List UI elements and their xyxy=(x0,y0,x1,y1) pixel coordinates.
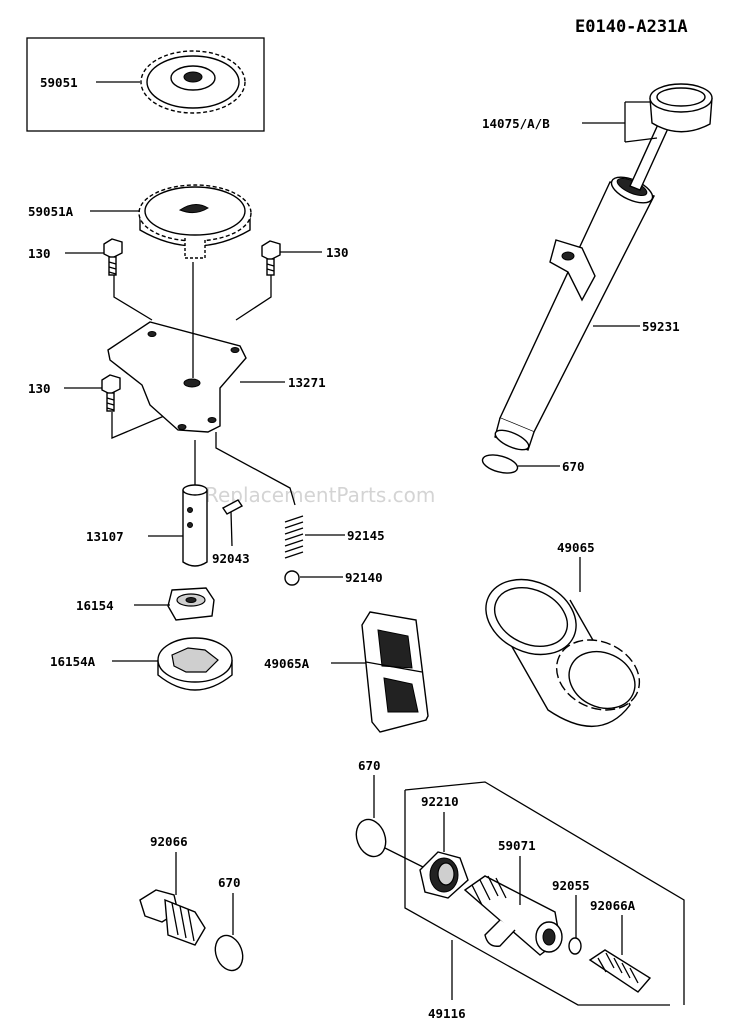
label-16154: 16154 xyxy=(76,598,114,613)
bolt-130-left-top-icon xyxy=(103,238,123,276)
label-130-right: 130 xyxy=(326,245,349,260)
ball-92140-icon xyxy=(284,570,300,586)
gear-59051-icon xyxy=(140,50,246,114)
pin-92043-icon xyxy=(221,499,244,515)
label-14075-A-B: 14075/A/B xyxy=(482,116,550,131)
label-92055: 92055 xyxy=(552,878,590,893)
label-59231: 59231 xyxy=(642,319,680,334)
label-130-left-bottom: 130 xyxy=(28,381,51,396)
watermark: ReplacementParts.com xyxy=(205,483,435,507)
label-13271: 13271 xyxy=(288,375,326,390)
bolt-130-left-bottom-icon xyxy=(101,374,121,412)
plate-13271-icon xyxy=(107,321,247,433)
dipstick-tube-59231-icon xyxy=(494,176,655,451)
part-59051-group: 59051 xyxy=(26,37,265,132)
label-92043: 92043 xyxy=(212,551,250,566)
label-49065A: 49065A xyxy=(264,656,310,671)
label-92140: 92140 xyxy=(345,570,383,585)
oring-670-mid-icon xyxy=(355,818,387,858)
rotor-16154-icon xyxy=(167,587,215,621)
dipstick-14075-icon xyxy=(629,83,713,191)
label-130-left-top: 130 xyxy=(28,246,51,261)
label-92066: 92066 xyxy=(150,834,188,849)
label-92066A: 92066A xyxy=(590,898,636,913)
washer-92055-icon xyxy=(568,937,582,955)
plug-92066-icon xyxy=(139,889,206,946)
assembly-49116-frame xyxy=(404,781,685,1006)
label-49065: 49065 xyxy=(557,540,595,555)
oil-filter-49065-icon xyxy=(485,578,641,728)
diagram-code: E0140-A231A xyxy=(575,17,688,37)
spring-92145-icon xyxy=(284,515,304,559)
label-670-top: 670 xyxy=(562,459,585,474)
oring-670-top-icon xyxy=(481,454,519,474)
label-59071: 59071 xyxy=(498,838,536,853)
label-92210: 92210 xyxy=(421,794,459,809)
nut-92210-icon xyxy=(419,851,469,899)
label-16154A: 16154A xyxy=(50,654,96,669)
bolt-130-right-icon xyxy=(261,240,281,276)
label-59051A: 59051A xyxy=(28,204,74,219)
label-49116: 49116 xyxy=(428,1006,466,1021)
rotor-16154A-icon xyxy=(157,637,233,691)
part-59051-frame xyxy=(26,37,265,132)
oring-670-bottom-icon xyxy=(214,934,244,972)
label-13107: 13107 xyxy=(86,529,124,544)
label-59051: 59051 xyxy=(40,75,78,90)
label-670-mid: 670 xyxy=(358,758,381,773)
plug-92066A-icon xyxy=(588,949,652,993)
gear-59051A-icon xyxy=(138,184,252,259)
label-92145: 92145 xyxy=(347,528,385,543)
shaft-13107-icon xyxy=(182,484,208,567)
label-670-bottom: 670 xyxy=(218,875,241,890)
screen-49065A-icon xyxy=(361,611,429,733)
fitting-59071-icon xyxy=(463,875,563,956)
